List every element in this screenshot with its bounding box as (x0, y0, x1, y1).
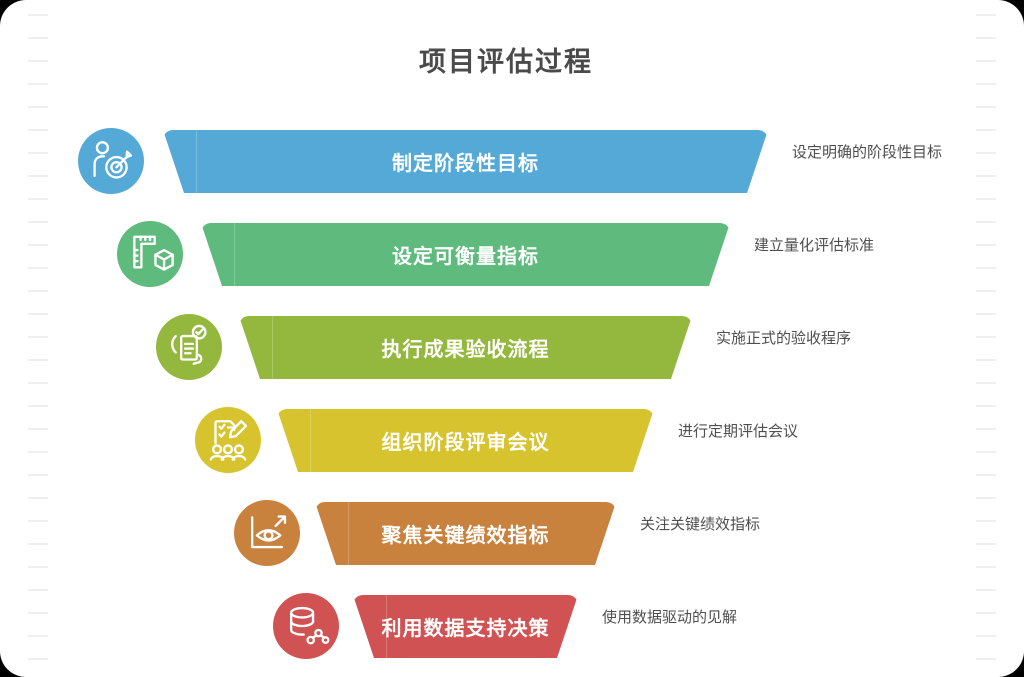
funnel-stage-row-6: 利用数据支持决策 使用数据驱动的见解 (0, 593, 1024, 659)
funnel-bar: 组织阶段评审会议 (277, 409, 654, 472)
funnel-stage-row-4: 组织阶段评审会议 进行定期评估会议 (0, 407, 1024, 473)
funnel-bar: 执行成果验收流程 (239, 316, 692, 379)
stage-note: 实施正式的验收程序 (716, 330, 852, 347)
stage-note: 建立量化评估标准 (754, 237, 875, 254)
stage-label: 利用数据支持决策 (381, 618, 550, 640)
funnel-bar: 设定可衡量指标 (201, 223, 730, 286)
page-title: 项目评估过程 (419, 47, 593, 77)
stage-label: 聚焦关键绩效指标 (381, 525, 550, 547)
eye-chart-icon (234, 500, 300, 566)
funnel-bar: 利用数据支持决策 (353, 595, 578, 658)
database-network-icon (273, 593, 339, 659)
ruler-cube-icon (117, 221, 183, 287)
funnel-bar: 聚焦关键绩效指标 (315, 502, 616, 565)
funnel-stage-row-1: 制定阶段性目标 设定明确的阶段性目标 (0, 128, 1024, 194)
stage-label: 执行成果验收流程 (381, 339, 550, 361)
funnel-stage-row-5: 聚焦关键绩效指标 关注关键绩效指标 (0, 500, 1024, 566)
stage-label: 设定可衡量指标 (392, 246, 539, 268)
stage-note: 关注关键绩效指标 (640, 516, 761, 533)
funnel-stage-row-3: 执行成果验收流程 实施正式的验收程序 (0, 314, 1024, 380)
stage-note: 使用数据驱动的见解 (602, 609, 738, 626)
stage-note: 设定明确的阶段性目标 (792, 144, 943, 161)
stage-label: 制定阶段性目标 (392, 153, 539, 175)
funnel-stage-row-2: 设定可衡量指标 建立量化评估标准 (0, 221, 1024, 287)
stage-label: 组织阶段评审会议 (381, 432, 550, 454)
person-target-icon (78, 128, 144, 194)
stage-note: 进行定期评估会议 (678, 423, 799, 440)
funnel-bar: 制定阶段性目标 (163, 130, 768, 193)
document-check-hand-icon (156, 314, 222, 380)
checklist-pencil-people-icon (195, 407, 261, 473)
